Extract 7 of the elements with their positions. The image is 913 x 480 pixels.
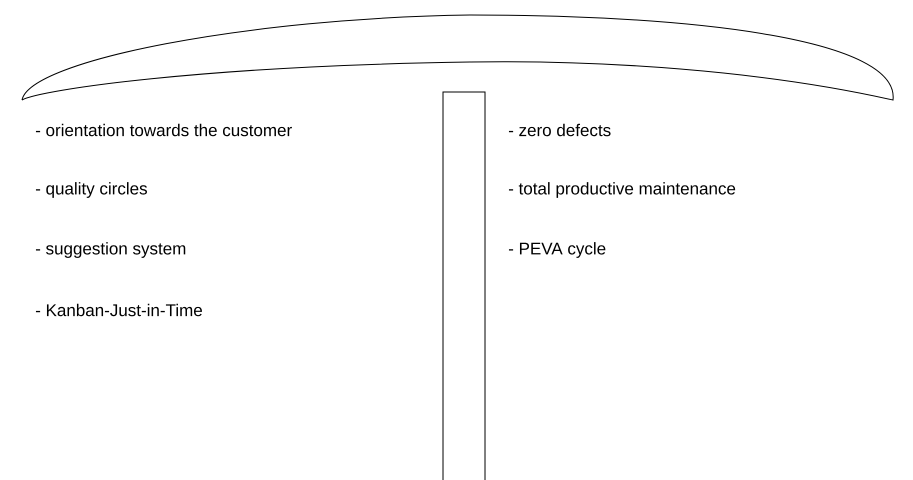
list-item: - orientation towards the customer — [36, 124, 292, 136]
list-item: - total productive maintenance — [508, 182, 736, 198]
list-item: - quality circles — [36, 182, 147, 198]
list-item: - zero defects — [508, 124, 611, 136]
list-item: - Kanban-Just-in-Time — [36, 304, 202, 316]
list-item: - suggestion system — [36, 242, 186, 258]
list-item: - PEVA cycle — [508, 242, 606, 258]
